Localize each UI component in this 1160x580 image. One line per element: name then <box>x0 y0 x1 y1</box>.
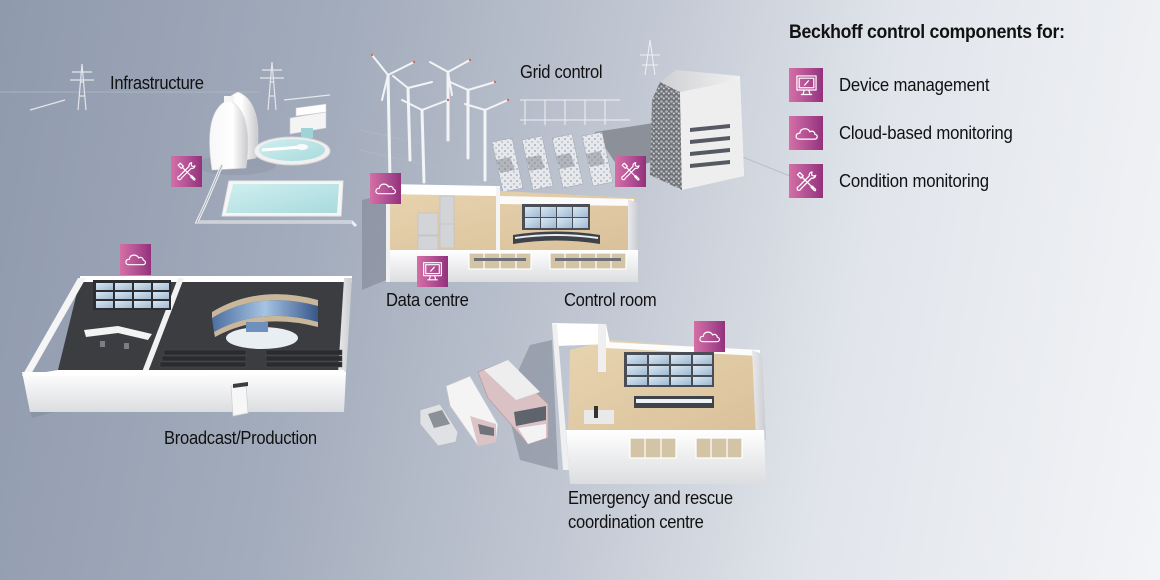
emergency-scene <box>419 323 766 484</box>
control-desk <box>84 326 152 340</box>
video-wall <box>513 204 600 244</box>
data-centre-cloud-monitoring-badge[interactable] <box>370 173 401 204</box>
office-building <box>650 70 744 190</box>
wind-turbine <box>371 54 509 184</box>
area-label-data-centre: Data centre <box>386 290 469 310</box>
legend-item-condition-monitoring: Condition monitoring <box>789 164 1086 198</box>
ambulance <box>445 375 499 447</box>
broadcast-cloud-monitoring-badge[interactable] <box>120 244 151 275</box>
pump-house <box>289 111 327 135</box>
grid-control-condition-monitoring-badge[interactable] <box>615 156 646 187</box>
legend-badge <box>789 68 823 102</box>
cloud-icon <box>699 331 721 343</box>
legend-item-cloud-based-monitoring: Cloud-based monitoring <box>789 116 1086 150</box>
solar-panels <box>491 131 614 193</box>
legend-badge <box>789 164 823 198</box>
tools-icon <box>177 162 196 181</box>
legend: Beckhoff control components for: Device … <box>789 20 1086 212</box>
monitor-icon <box>795 74 817 95</box>
legend-label: Device management <box>839 75 990 95</box>
cloud-icon <box>795 127 818 140</box>
legend-label: Condition monitoring <box>839 171 989 191</box>
tools-icon <box>621 162 640 181</box>
monitor-wall <box>93 280 171 310</box>
tools-icon <box>796 170 816 191</box>
video-wall <box>584 352 714 424</box>
data-centre-device-management-badge[interactable] <box>417 256 448 287</box>
door <box>230 383 249 417</box>
monitor-icon <box>423 262 442 281</box>
infrastructure-condition-monitoring-badge[interactable] <box>171 156 202 187</box>
studio-set <box>212 300 318 332</box>
cloud-icon <box>375 183 397 195</box>
area-label-control-room: Control room <box>564 290 657 310</box>
substation <box>520 39 660 125</box>
police-car <box>419 403 459 447</box>
broadcast-building <box>22 276 352 418</box>
power-pylon <box>29 61 331 111</box>
fire-engine <box>477 360 549 445</box>
cloud-icon <box>125 254 147 266</box>
area-label-infrastructure: Infrastructure <box>110 73 204 93</box>
area-label-emergency-rescue: Emergency and rescue coordination centre <box>568 488 733 532</box>
legend-badge <box>789 116 823 150</box>
control-building <box>362 184 638 290</box>
area-label-broadcast-production: Broadcast/Production <box>164 428 317 448</box>
legend-title: Beckhoff control components for: <box>789 22 1065 43</box>
infrastructure-scene <box>29 61 358 228</box>
emergency-cloud-monitoring-badge[interactable] <box>694 321 725 352</box>
legend-label: Cloud-based monitoring <box>839 123 1013 143</box>
front-wall <box>22 372 346 412</box>
legend-item-device-management: Device management <box>789 68 1086 102</box>
area-label-grid-control: Grid control <box>520 62 603 82</box>
audience-seating <box>159 349 343 368</box>
